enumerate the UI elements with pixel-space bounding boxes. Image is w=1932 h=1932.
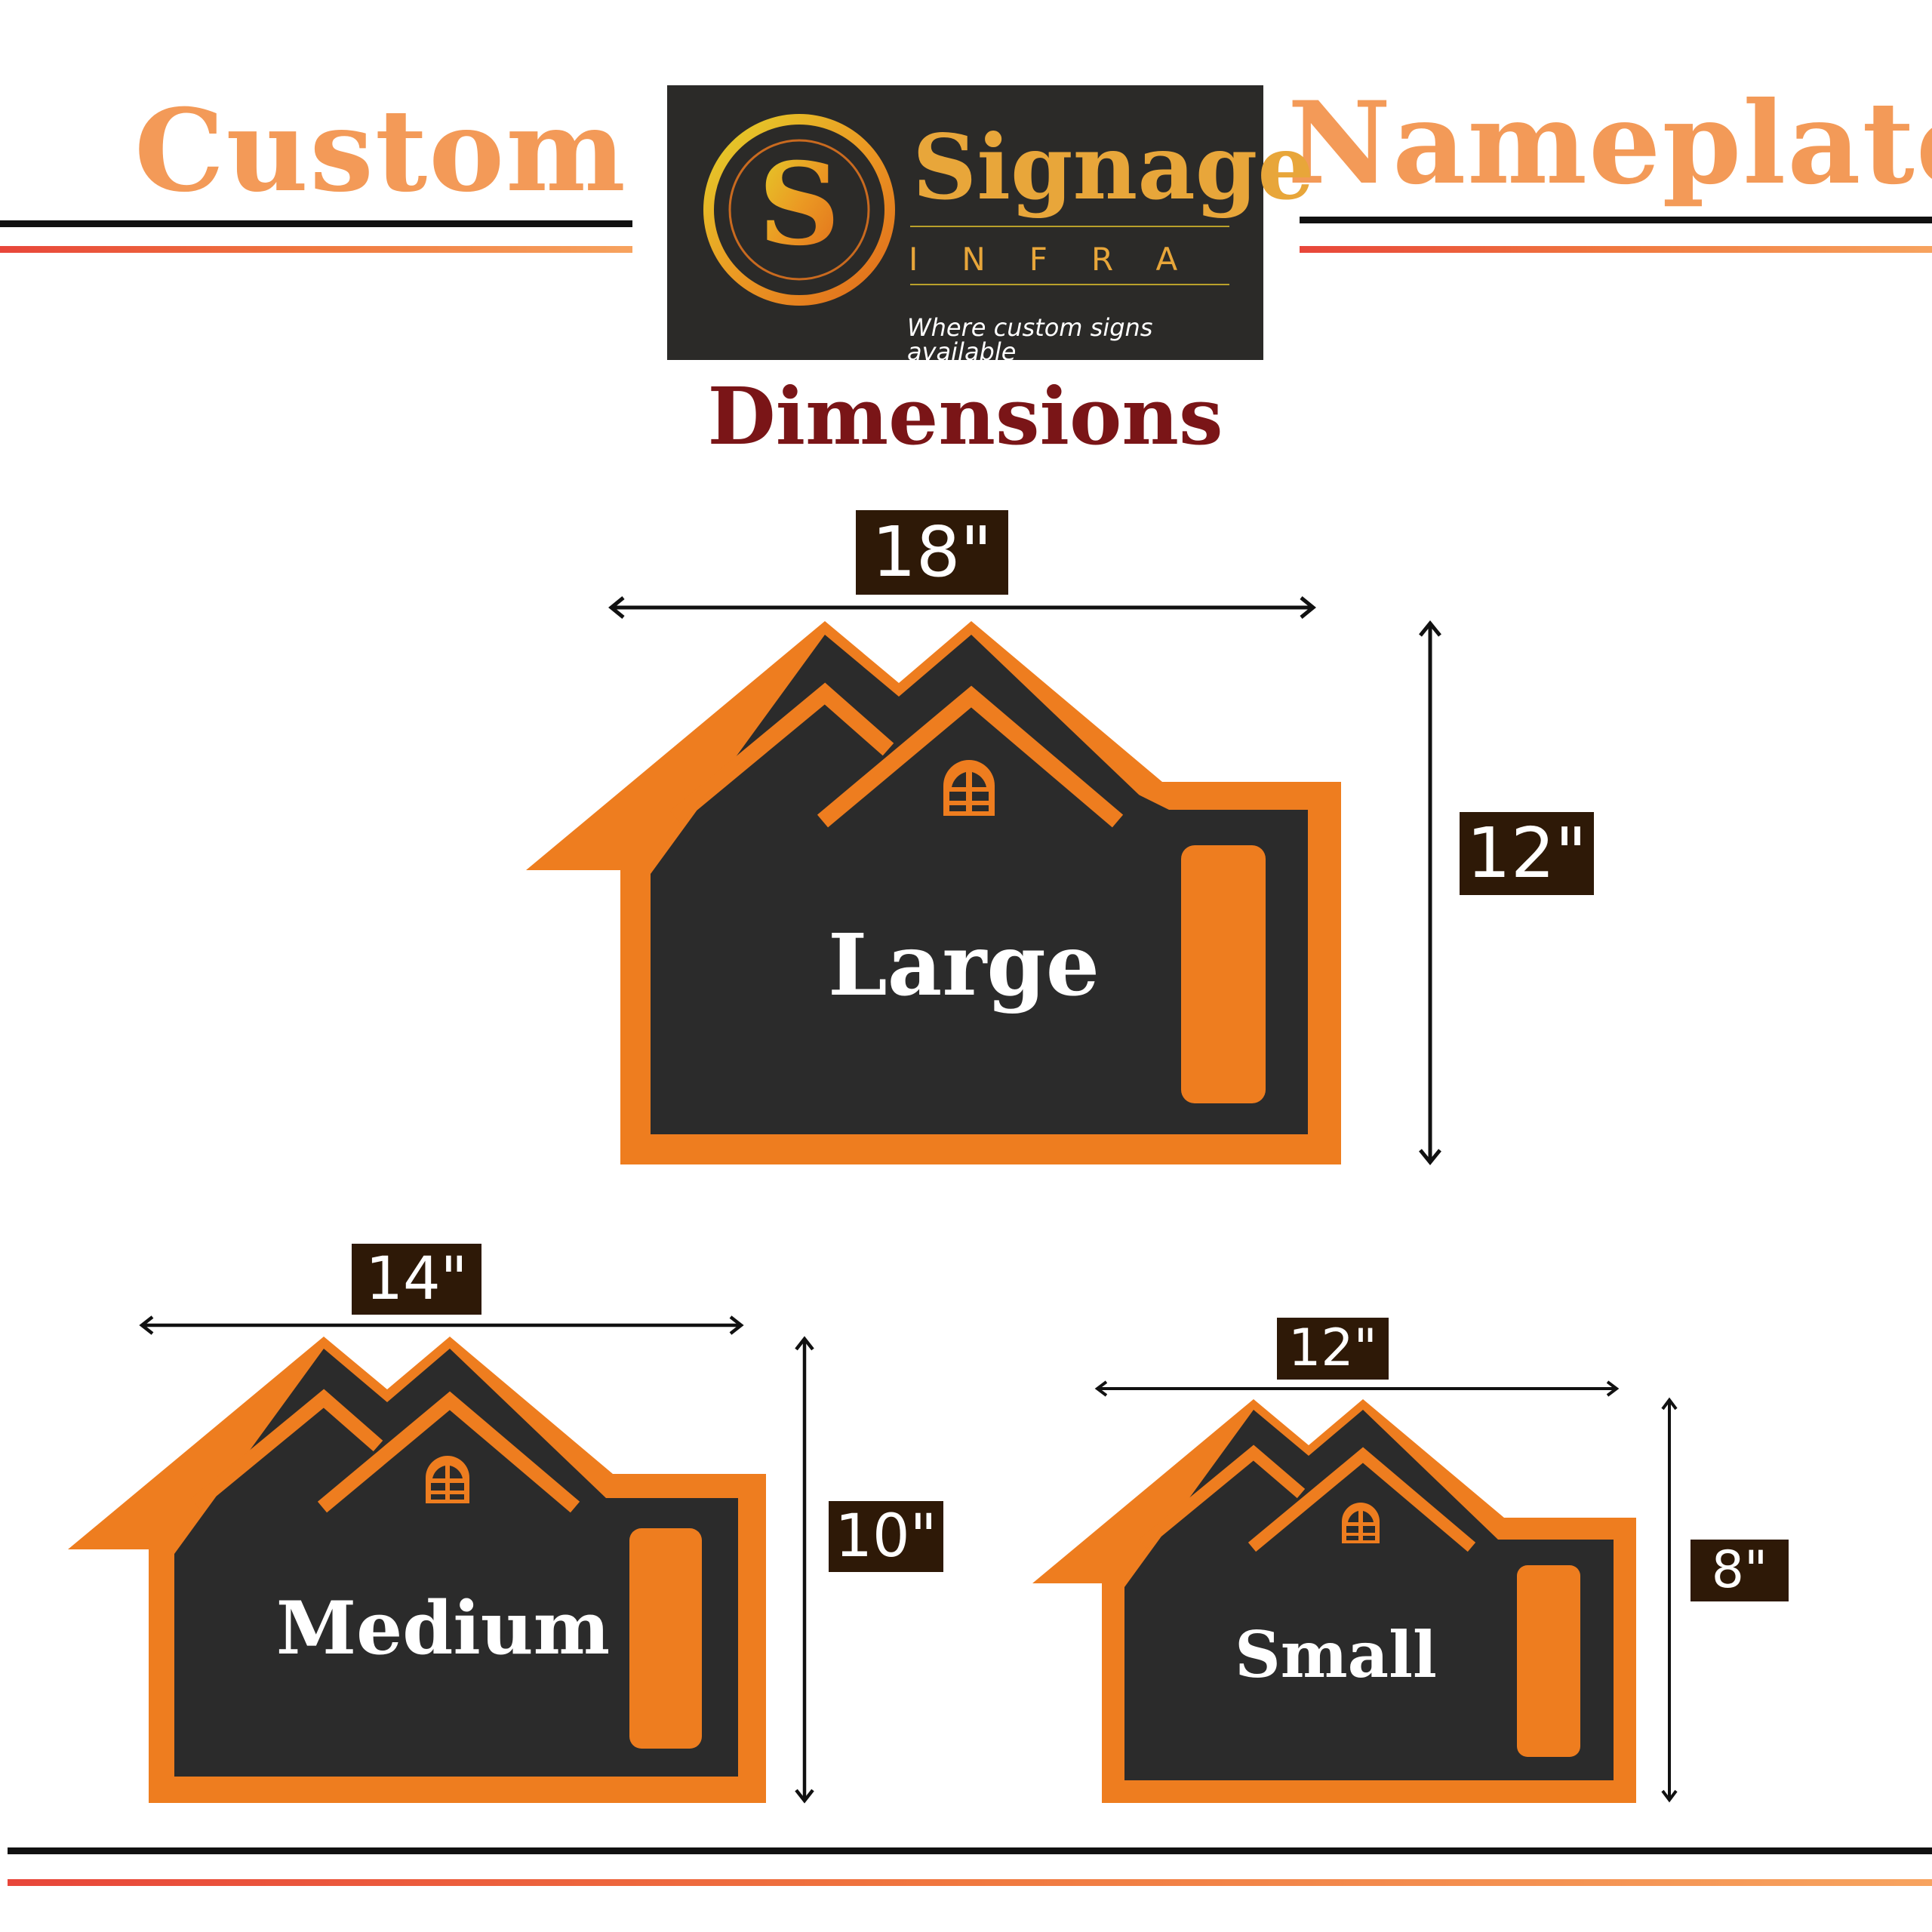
width-badge-small: 12"	[1277, 1318, 1389, 1380]
page-subtitle: Dimensions	[707, 370, 1223, 463]
logo-sub-brand: INFRA	[909, 241, 1222, 278]
circle-s-monogram-icon: S	[703, 114, 895, 306]
header-rule-left-gradient	[0, 246, 632, 253]
height-arrow-small	[1661, 1397, 1678, 1803]
nameplate-accent-bar	[1181, 845, 1266, 1103]
window-icon	[943, 760, 995, 816]
width-badge-large: 18"	[856, 510, 1008, 595]
logo-brand-name: Signage	[912, 115, 1315, 220]
large-nameplate: Large	[526, 621, 1341, 1164]
footer-rule-black	[8, 1847, 1932, 1854]
window-icon	[426, 1456, 469, 1503]
logo-divider-bottom	[910, 284, 1229, 285]
size-label-large: Large	[828, 916, 1100, 1015]
width-arrow-medium	[139, 1315, 744, 1335]
height-badge-large: 12"	[1460, 812, 1594, 895]
window-icon	[1342, 1503, 1380, 1543]
height-arrow-large	[1419, 620, 1441, 1165]
height-badge-medium: 10"	[829, 1501, 943, 1572]
brand-logo: S Signage INFRA Where custom signs avail…	[667, 85, 1314, 364]
small-nameplate: Small	[1032, 1399, 1636, 1803]
nameplate-accent-bar	[1517, 1565, 1580, 1757]
size-label-medium: Medium	[276, 1586, 610, 1671]
medium-nameplate: Medium	[68, 1337, 766, 1803]
height-badge-small: 8"	[1690, 1540, 1789, 1601]
logo-divider-top	[910, 226, 1229, 227]
width-arrow-small	[1094, 1380, 1620, 1397]
header-rule-right-gradient	[1300, 246, 1932, 253]
height-arrow-medium	[795, 1336, 814, 1804]
nameplate-accent-bar	[629, 1528, 702, 1749]
title-custom: Custom	[134, 85, 627, 217]
size-label-small: Small	[1235, 1617, 1437, 1692]
footer-rule-gradient	[8, 1879, 1932, 1886]
width-arrow-large	[608, 596, 1316, 619]
width-badge-medium: 14"	[352, 1244, 481, 1315]
header-rule-left-black	[0, 220, 632, 227]
header-rule-right-black	[1300, 217, 1932, 223]
logo-monogram: S	[758, 138, 840, 271]
logo-tagline: Where custom signs available	[907, 313, 1153, 366]
title-nameplate: Nameplate	[1287, 77, 1932, 210]
